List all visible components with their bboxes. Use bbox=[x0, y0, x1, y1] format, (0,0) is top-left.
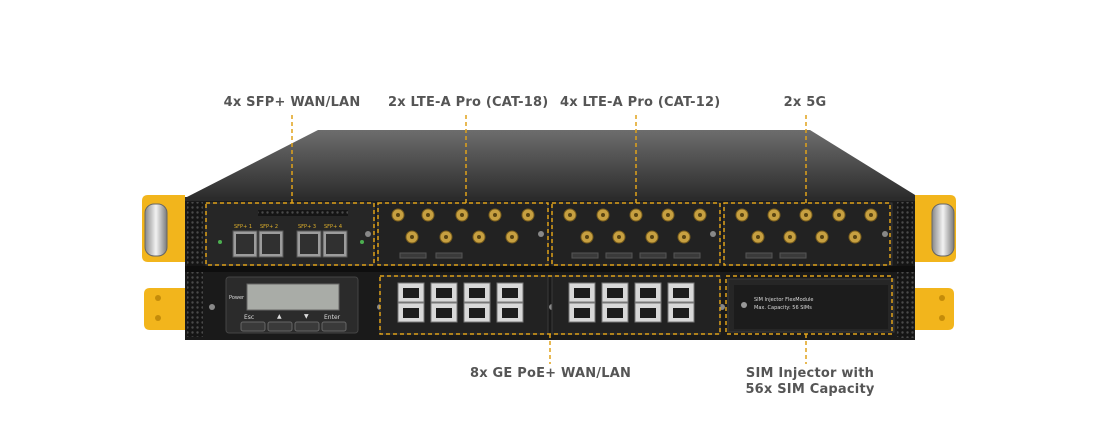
enter-button bbox=[321, 321, 347, 332]
callout-lte12-label: 4x LTE-A Pro (CAT-12) bbox=[560, 95, 721, 110]
callout-box-sfp bbox=[205, 202, 375, 266]
sfp-port-label-1: SFP+ 1 bbox=[234, 224, 253, 230]
callout-sim-line2: 56x SIM Capacity bbox=[745, 382, 875, 397]
lcd-display bbox=[246, 283, 340, 311]
sim-module-text-line1: SIM Injector FlexModule bbox=[754, 297, 814, 303]
rack-ear-left-lower bbox=[144, 288, 185, 330]
callout-lte18-label: 2x LTE-A Pro (CAT-18) bbox=[388, 95, 549, 110]
down-button-label[interactable]: ▼ bbox=[304, 313, 309, 320]
enter-button-label[interactable]: Enter bbox=[324, 314, 341, 321]
callout-sfp-label: 4x SFP+ WAN/LAN bbox=[223, 95, 361, 110]
esc-button bbox=[240, 321, 266, 332]
callout-box-5g bbox=[723, 202, 891, 266]
handle-left bbox=[144, 203, 168, 257]
chassis-top bbox=[185, 130, 920, 198]
rack-ear-right-lower bbox=[915, 288, 954, 330]
callout-sim-line1: SIM Injector with bbox=[745, 366, 875, 381]
up-button-label[interactable]: ▲ bbox=[277, 313, 282, 320]
down-button bbox=[294, 321, 320, 332]
callout-box-lte18 bbox=[377, 202, 549, 266]
power-label: Power bbox=[229, 295, 245, 301]
callout-5g-label: 2x 5G bbox=[783, 95, 827, 110]
sfp-port-label-4: SFP+ 4 bbox=[324, 224, 343, 230]
up-button bbox=[267, 321, 293, 332]
sim-module-text-line2: Max. Capacity: 56 SIMs bbox=[754, 305, 812, 311]
esc-button-label[interactable]: Esc bbox=[244, 314, 255, 321]
sfp-port-label-2: SFP+ 2 bbox=[260, 224, 279, 230]
callout-poe-label: 8x GE PoE+ WAN/LAN bbox=[470, 366, 632, 381]
sfp-port-label-3: SFP+ 3 bbox=[298, 224, 317, 230]
handle-right bbox=[931, 203, 955, 257]
